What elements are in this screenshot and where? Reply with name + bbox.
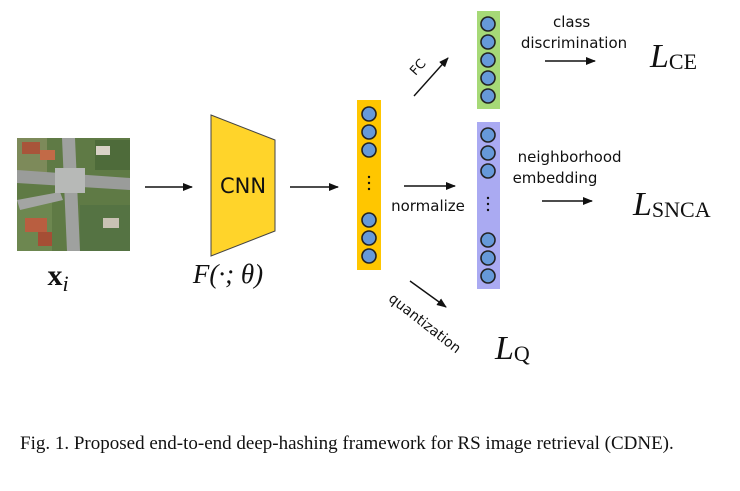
loss-ce: LCE (649, 38, 697, 75)
fc-node (480, 16, 496, 32)
embedding-node (480, 163, 496, 179)
loss-snca: LSNCA (632, 186, 711, 223)
arrow-fc (413, 57, 449, 97)
caption-label: Fig. 1. (20, 433, 70, 454)
loss-q: LQ (494, 330, 530, 367)
cnn-block (210, 114, 276, 257)
embedding-node (480, 268, 496, 284)
class-discrimination-label: class discrimination (521, 13, 627, 52)
fc-label: FC (407, 56, 429, 78)
quantization-label: quantization (385, 291, 464, 357)
fc-node (480, 34, 496, 50)
feature-node (361, 230, 377, 246)
caption-text: Proposed end-to-end deep-hashing framewo… (73, 433, 674, 454)
fc-node (480, 52, 496, 68)
embedding-node (480, 127, 496, 143)
feature-node (361, 212, 377, 228)
arrow-quantization (409, 280, 447, 308)
embedding-node (480, 250, 496, 266)
embedding-node (480, 145, 496, 161)
feature-node (361, 248, 377, 264)
embedding-ellipsis (486, 196, 490, 212)
fc-output-nodes (480, 16, 496, 104)
cnn-function: F(·; θ) (192, 259, 263, 289)
feature-ellipsis (367, 175, 371, 191)
fc-node (480, 70, 496, 86)
normalized-embedding-nodes (480, 127, 496, 284)
fc-node (480, 88, 496, 104)
figure-caption: Fig. 1. Proposed end-to-end deep-hashing… (20, 432, 720, 455)
input-symbol: xi (47, 259, 68, 296)
feature-node (361, 142, 377, 158)
neighborhood-embedding-label: neighborhood embedding (513, 148, 627, 187)
feature-vector-nodes (361, 106, 377, 264)
embedding-node (480, 232, 496, 248)
normalized-embedding-bar (477, 122, 500, 289)
feature-node (361, 106, 377, 122)
normalize-label: normalize (391, 197, 465, 215)
feature-node (361, 124, 377, 140)
input-aerial-image (17, 138, 130, 251)
cnn-label: CNN (220, 174, 266, 198)
